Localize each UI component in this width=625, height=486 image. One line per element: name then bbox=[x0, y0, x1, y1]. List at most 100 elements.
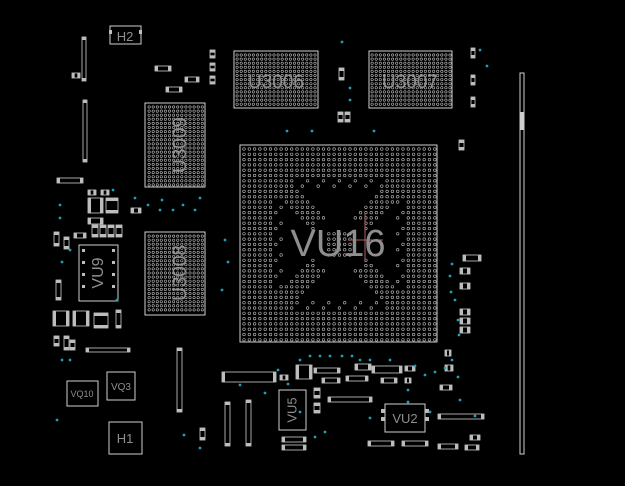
ball-pad bbox=[343, 327, 347, 331]
ball-pad bbox=[386, 86, 390, 90]
ball-pad bbox=[412, 211, 416, 215]
ball-pad bbox=[422, 211, 426, 215]
ball-pad bbox=[382, 98, 386, 102]
ball-pad bbox=[243, 102, 247, 106]
ball-pad bbox=[391, 61, 395, 65]
ball-pad bbox=[284, 285, 289, 289]
ball-pad bbox=[433, 200, 437, 204]
ball-pad bbox=[369, 163, 373, 167]
ball-pad bbox=[258, 264, 262, 268]
ball-pad bbox=[321, 216, 326, 220]
passive-pad bbox=[296, 365, 299, 379]
ball-pad bbox=[374, 152, 379, 156]
ball-pad bbox=[382, 102, 386, 106]
ball-pad bbox=[297, 65, 301, 69]
ball-pad bbox=[374, 285, 379, 289]
ball-pad bbox=[168, 296, 172, 300]
ball-pad bbox=[300, 327, 304, 331]
passive-pad bbox=[88, 190, 91, 195]
ball-pad bbox=[268, 158, 273, 162]
ball-pad bbox=[276, 74, 280, 78]
ball-pad bbox=[436, 69, 440, 73]
passive-pad bbox=[54, 336, 59, 339]
chip-vu9[interactable]: VU9 bbox=[78, 244, 119, 302]
ball-pad bbox=[412, 179, 416, 183]
mounting-pad-h2[interactable]: H2 bbox=[109, 25, 142, 45]
ball-pad bbox=[263, 173, 267, 178]
ball-pad bbox=[432, 78, 436, 82]
memory-chip-u3008[interactable]: U3008 bbox=[144, 231, 206, 316]
ball-pad bbox=[242, 189, 246, 193]
ball-pad bbox=[390, 179, 395, 183]
ball-pad bbox=[260, 94, 264, 98]
ball-pad bbox=[417, 290, 421, 294]
edge-connector[interactable] bbox=[519, 72, 525, 455]
ball-pad bbox=[268, 184, 273, 188]
chip-vu2[interactable]: VU2 bbox=[381, 403, 429, 433]
ball-pad bbox=[272, 90, 276, 94]
ball-pad bbox=[151, 250, 155, 254]
ball-pad bbox=[163, 150, 167, 154]
ball-pad bbox=[159, 300, 163, 304]
memory-chip-u3006[interactable]: U3006 bbox=[233, 50, 319, 109]
via-dot bbox=[450, 262, 454, 266]
ball-pad bbox=[332, 317, 336, 321]
ball-pad bbox=[184, 242, 188, 246]
ball-pad bbox=[332, 147, 336, 151]
ball-pad bbox=[297, 57, 301, 61]
ball-pad bbox=[422, 317, 426, 321]
ball-pad bbox=[364, 322, 368, 326]
ball-pad bbox=[263, 179, 267, 183]
bga-chip-vu16[interactable]: VU16 bbox=[239, 144, 438, 343]
ball-pad bbox=[147, 296, 151, 300]
ball-pad bbox=[433, 147, 437, 151]
ball-pad bbox=[268, 327, 273, 331]
transistor-vq10[interactable]: VQ10 bbox=[66, 380, 99, 407]
ball-pad bbox=[192, 109, 196, 113]
ball-pad bbox=[284, 189, 289, 193]
ball-pad bbox=[406, 232, 410, 236]
ball-pad bbox=[444, 69, 448, 73]
ball-pad bbox=[427, 82, 431, 86]
ball-pad bbox=[417, 322, 421, 326]
ball-pad bbox=[279, 338, 283, 342]
ball-pad bbox=[382, 90, 386, 94]
ball-pad bbox=[415, 82, 419, 86]
passive-pad bbox=[412, 366, 415, 371]
ball-pad bbox=[147, 255, 151, 259]
ball-pad bbox=[306, 279, 310, 284]
ball-pad bbox=[444, 65, 448, 69]
ball-pad bbox=[151, 283, 155, 287]
ball-pad bbox=[251, 86, 255, 90]
ball-pad bbox=[348, 152, 352, 156]
memory-chip-u3009[interactable]: U3009 bbox=[144, 102, 206, 188]
ball-pad bbox=[242, 147, 246, 151]
memory-chip-u3007[interactable]: U3007 bbox=[368, 50, 453, 109]
transistor-vq3[interactable]: VQ3 bbox=[106, 371, 136, 401]
ball-pad bbox=[268, 179, 273, 183]
ball-pad bbox=[370, 98, 374, 102]
ball-pad bbox=[359, 311, 363, 315]
ball-pad bbox=[159, 154, 163, 158]
ball-pad bbox=[258, 168, 262, 172]
ball-pad bbox=[433, 152, 437, 156]
ball-pad bbox=[155, 154, 159, 158]
ball-pad bbox=[374, 86, 378, 90]
mounting-pad-h1[interactable]: H1 bbox=[108, 421, 143, 455]
ball-pad bbox=[313, 78, 317, 82]
ball-pad bbox=[385, 195, 389, 199]
ball-pad bbox=[258, 205, 262, 209]
ball-pad bbox=[168, 238, 172, 242]
ball-pad bbox=[359, 216, 363, 220]
ball-pad bbox=[411, 90, 415, 94]
ball-pad bbox=[251, 65, 255, 69]
ball-pad bbox=[176, 287, 180, 291]
ball-pad bbox=[163, 308, 167, 312]
chip-vu5[interactable]: VU5 bbox=[278, 389, 307, 431]
ball-pad bbox=[253, 237, 257, 241]
ball-pad bbox=[260, 74, 264, 78]
ball-pad bbox=[386, 102, 390, 106]
ball-pad bbox=[343, 317, 347, 321]
ball-pad bbox=[422, 184, 426, 188]
